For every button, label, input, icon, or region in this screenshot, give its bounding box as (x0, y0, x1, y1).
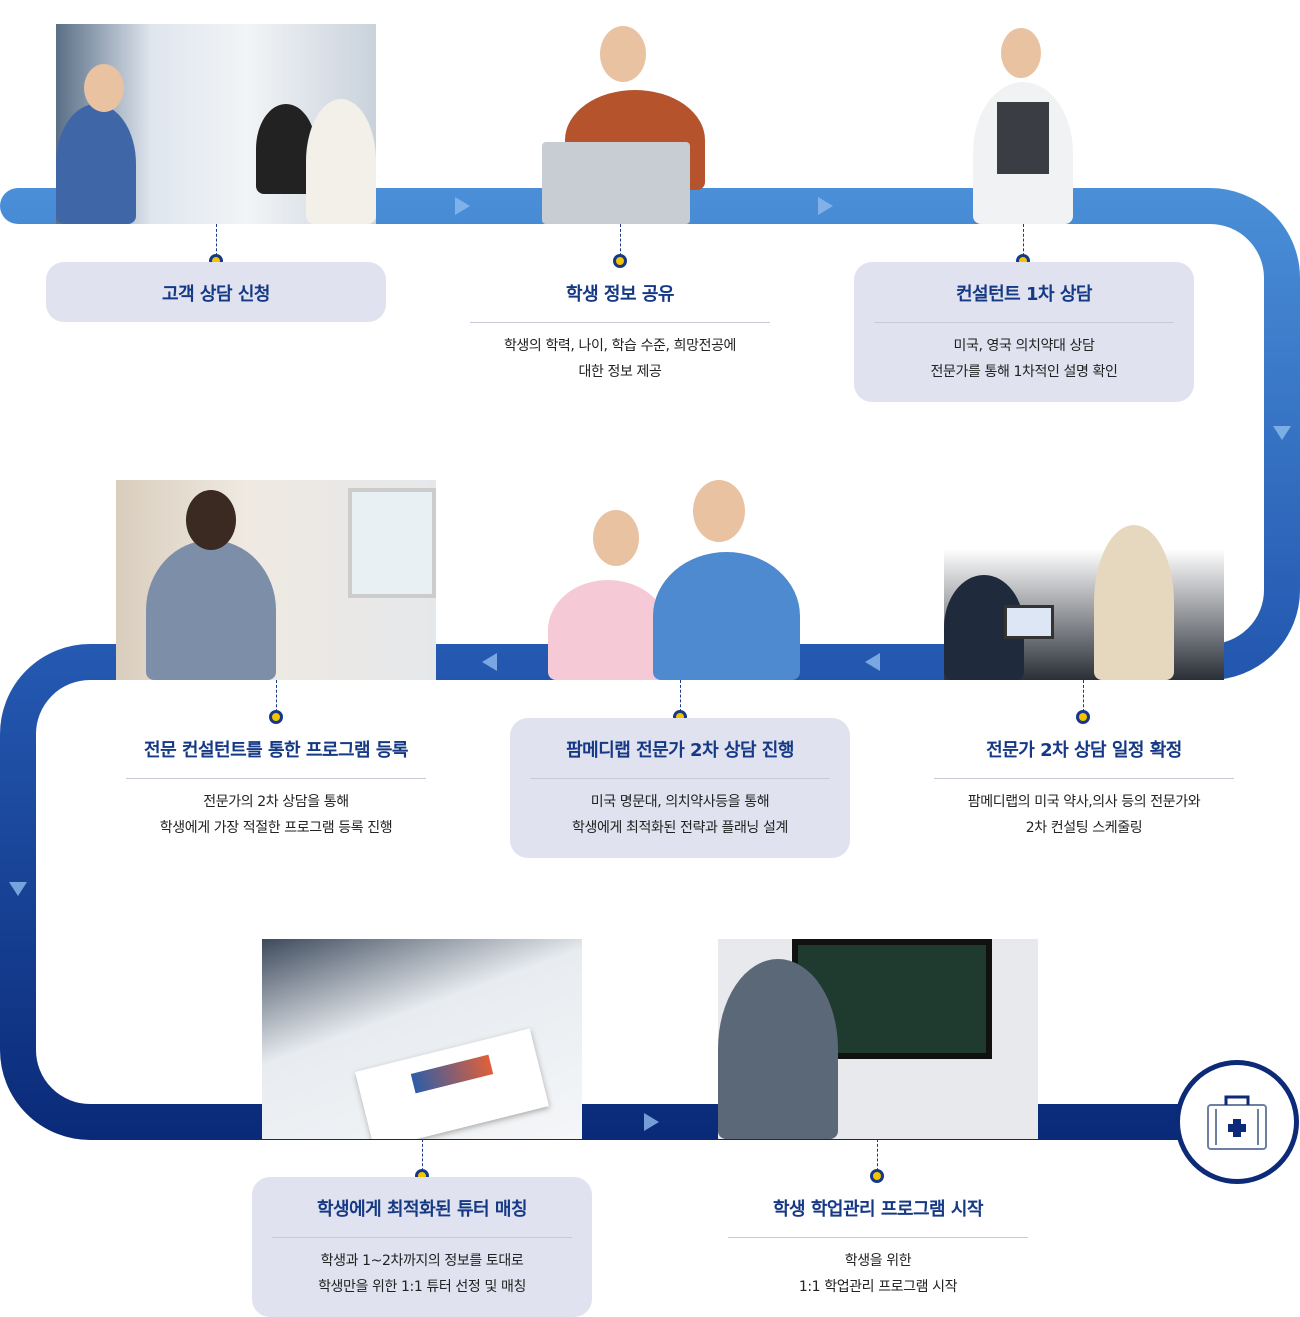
step-desc-line: 전문가를 통해 1차적인 설명 확인 (930, 364, 1118, 380)
step-card-1: 고객 상담 신청 (46, 262, 386, 322)
step-desc-line: 팜메디랩의 미국 약사,의사 등의 전문가와 (967, 794, 1201, 810)
step-desc-line: 학생의 학력, 나이, 학습 수준, 희망전공에 (503, 338, 737, 354)
step-title: 컨설턴트 1차 상담 (956, 284, 1092, 305)
connector (877, 1139, 878, 1176)
divider (470, 322, 770, 323)
divider (530, 778, 830, 779)
step-desc-line: 학생만을 위한 1:1 튜터 선정 및 매칭 (318, 1279, 526, 1295)
step-title: 전문 컨설턴트를 통한 프로그램 등록 (144, 740, 408, 761)
photo-experts (548, 480, 800, 680)
divider (874, 322, 1174, 323)
divider (728, 1237, 1028, 1238)
step-title: 학생 학업관리 프로그램 시작 (772, 1199, 984, 1220)
photo-customer-consultation (56, 24, 376, 224)
step-dot (269, 710, 283, 724)
medical-kit-icon (1175, 1060, 1299, 1184)
step-desc-line: 대한 정보 제공 (578, 364, 662, 380)
divider (126, 778, 426, 779)
step-title: 전문가 2차 상담 일정 확정 (986, 740, 1182, 761)
connector (1083, 680, 1084, 717)
photo-study-program (718, 939, 1038, 1139)
connector (422, 1139, 423, 1176)
divider (934, 778, 1234, 779)
photo-student-laptop (540, 24, 705, 224)
step-desc-line: 학생을 위한 (844, 1253, 912, 1269)
arrow-left-icon (865, 653, 880, 671)
arrow-right-icon (455, 197, 470, 215)
arrow-down-icon (1273, 426, 1291, 440)
step-desc-line: 전문가의 2차 상담을 통해 (203, 794, 349, 810)
photo-expert-schedule (944, 505, 1224, 680)
connector (276, 680, 277, 717)
step-title: 고객 상담 신청 (162, 284, 270, 305)
step-desc-line: 2차 컨설팅 스케줄링 (1025, 820, 1143, 836)
step-title: 학생 정보 공유 (566, 284, 674, 305)
step-desc-line: 1:1 학업관리 프로그램 시작 (798, 1279, 958, 1295)
step-desc-line: 학생에게 가장 적절한 프로그램 등록 진행 (159, 820, 393, 836)
connector (680, 680, 681, 717)
connector (1023, 224, 1024, 261)
connector (216, 224, 217, 261)
photo-consultant (965, 24, 1080, 224)
step-card-4: 전문가 2차 상담 일정 확정 팜메디랩의 미국 약사,의사 등의 전문가와 2차… (934, 718, 1234, 858)
arrow-right-icon (644, 1113, 659, 1131)
divider (272, 1237, 572, 1238)
photo-tutor-matching (262, 939, 582, 1139)
step-dot (613, 254, 627, 268)
step-title: 학생에게 최적화된 튜터 매칭 (316, 1199, 528, 1220)
step-card-8: 학생 학업관리 프로그램 시작 학생을 위한 1:1 학업관리 프로그램 시작 (728, 1177, 1028, 1317)
step-desc-line: 학생과 1~2차까지의 정보를 토대로 (320, 1253, 524, 1269)
arrow-right-icon (818, 197, 833, 215)
step-dot (1076, 710, 1090, 724)
connector (620, 224, 621, 261)
photo-program-registration (116, 480, 436, 680)
step-desc-line: 미국, 영국 의치약대 상담 (953, 338, 1095, 354)
arrow-down-icon (9, 882, 27, 896)
step-desc-line: 미국 명문대, 의치약사등을 통해 (590, 794, 770, 810)
step-desc-line: 학생에게 최적화된 전략과 플래닝 설계 (572, 820, 788, 836)
step-dot (870, 1169, 884, 1183)
arrow-left-icon (482, 653, 497, 671)
step-title: 팜메디랩 전문가 2차 상담 진행 (566, 740, 794, 761)
